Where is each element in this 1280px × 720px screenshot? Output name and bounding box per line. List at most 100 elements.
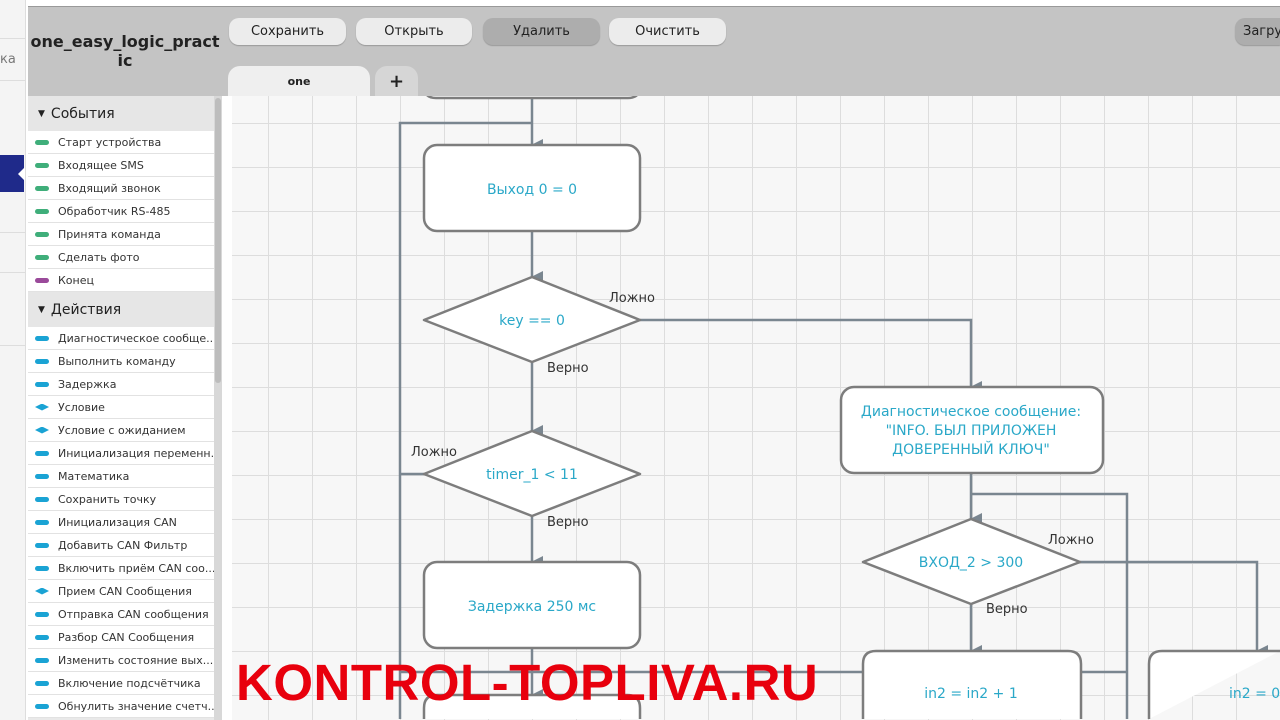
actions-title: Действия: [50, 301, 122, 318]
palette-item[interactable]: Математика: [28, 465, 214, 488]
palette-item-label: Инициализация переменн...: [58, 446, 214, 460]
condition-block-icon: [35, 426, 49, 434]
palette-item[interactable]: Прием CAN Сообщения: [28, 580, 214, 603]
clear-button[interactable]: Очистить: [609, 18, 726, 45]
node-label: "INFO. БЫЛ ПРИЛОЖЕН: [886, 423, 1057, 439]
palette-item[interactable]: Изменить состояние вых...: [28, 649, 214, 672]
palette-item[interactable]: Входящий звонок: [28, 177, 214, 200]
selection-notch-icon: [18, 167, 25, 181]
events-title: События: [50, 105, 115, 122]
palette-item[interactable]: Задержка: [28, 373, 214, 396]
palette-item-label: Сделать фото: [58, 250, 140, 264]
block-icon: [35, 565, 49, 571]
palette-scrollbar[interactable]: [214, 96, 222, 720]
save-button[interactable]: Сохранить: [229, 18, 346, 45]
events-section-header[interactable]: ▼ События: [28, 96, 222, 131]
palette-item-label: Изменить состояние вых...: [58, 653, 214, 667]
palette-item-label: Включить приём CAN соо...: [58, 561, 214, 575]
node-increment[interactable]: [861, 649, 1083, 719]
palette-item[interactable]: Разбор CAN Сообщения: [28, 626, 214, 649]
palette-item[interactable]: Добавить CAN Фильтр: [28, 534, 214, 557]
palette-item[interactable]: Принята команда: [28, 223, 214, 246]
node-label: in2 = 0: [1229, 686, 1280, 702]
false-label: Ложно: [1048, 533, 1094, 548]
block-icon: [35, 185, 49, 191]
palette-item-label: Инициализация CAN: [58, 515, 177, 529]
palette-item-label: Добавить CAN Фильтр: [58, 538, 188, 552]
true-label: Верно: [547, 515, 589, 530]
actions-section-header[interactable]: ▼Действия: [28, 292, 222, 327]
palette-item-label: Прием CAN Сообщения: [58, 584, 192, 598]
block-icon: [35, 277, 49, 283]
node-bottom[interactable]: [422, 693, 642, 719]
palette-item[interactable]: Выполнить команду: [28, 350, 214, 373]
block-icon: [35, 542, 49, 548]
node-label: key == 0: [499, 313, 565, 329]
node-condition-timer[interactable]: [422, 429, 642, 518]
palette-item[interactable]: Сохранить точку: [28, 488, 214, 511]
palette-item[interactable]: Конец: [28, 269, 214, 292]
connector-false: [640, 318, 982, 393]
palette-item-label: Сохранить точку: [58, 492, 157, 506]
block-icon: [35, 231, 49, 237]
node-top[interactable]: [422, 96, 642, 100]
palette-item[interactable]: Старт устройства: [28, 131, 214, 154]
add-tab-button[interactable]: +: [375, 66, 418, 96]
block-icon: [35, 703, 49, 709]
node-label: Задержка 250 мс: [468, 599, 596, 615]
palette-item-label: Задержка: [58, 377, 117, 391]
palette-scrollbar-thumb[interactable]: [215, 98, 221, 383]
palette-item[interactable]: Инициализация переменн...: [28, 442, 214, 465]
palette-item[interactable]: Сделать фото: [28, 246, 214, 269]
flow-canvas[interactable]: Выход 0 = 0 key == 0 timer_1 < 11 Задерж…: [232, 96, 1280, 720]
watermark: KONTROL-TOPLIVA.RU: [236, 654, 819, 711]
palette-item[interactable]: Условие: [28, 396, 214, 419]
load-button[interactable]: Загру: [1235, 18, 1280, 45]
palette-item-label: Входящий звонок: [58, 181, 161, 195]
block-icon: [35, 208, 49, 214]
block-icon: [35, 335, 49, 341]
palette-item[interactable]: Входящее SMS: [28, 154, 214, 177]
left-strip: ка: [0, 0, 26, 720]
palette-item[interactable]: Отправка CAN сообщения: [28, 603, 214, 626]
palette-item[interactable]: Включение подсчётчика: [28, 672, 214, 695]
block-icon: [35, 473, 49, 479]
node-condition-vhod[interactable]: [861, 517, 1082, 606]
palette-item[interactable]: Инициализация CAN: [28, 511, 214, 534]
palette-item[interactable]: Диагностическое сообще...: [28, 327, 214, 350]
palette-item-label: Условие: [58, 400, 105, 414]
node-delay[interactable]: [422, 560, 642, 650]
block-icon: [35, 680, 49, 686]
palette-item[interactable]: Включить приём CAN соо...: [28, 557, 214, 580]
condition-block-icon: [35, 403, 49, 411]
connector: [971, 492, 1129, 719]
palette-item[interactable]: Обнулить значение счетч...: [28, 695, 214, 718]
block-icon: [35, 657, 49, 663]
palette-item-label: Диагностическое сообще...: [58, 331, 214, 345]
palette-item-label: Отправка CAN сообщения: [58, 607, 209, 621]
palette-item-label: Старт устройства: [58, 135, 162, 149]
palette-item[interactable]: Условие с ожиданием: [28, 419, 214, 442]
false-label: Ложно: [411, 445, 457, 460]
project-title: one_easy_logic_practic: [30, 32, 220, 70]
loop-connector: [398, 121, 532, 719]
collapse-triangle-icon: ▼: [38, 108, 45, 119]
node-condition-key[interactable]: [422, 275, 642, 364]
node-output[interactable]: [422, 143, 642, 233]
node-label: timer_1 < 11: [486, 467, 578, 483]
true-label: Верно: [547, 361, 589, 376]
palette-item-label: Обработчик RS-485: [58, 204, 171, 218]
palette-item-label: Математика: [58, 469, 130, 483]
tab-one[interactable]: one: [228, 66, 370, 96]
block-icon: [35, 611, 49, 617]
node-reset[interactable]: [1147, 649, 1280, 719]
palette-item-label: Условие с ожиданием: [58, 423, 186, 437]
open-button[interactable]: Открыть: [356, 18, 472, 45]
node-label: Диагностическое сообщение:: [861, 404, 1081, 420]
block-icon: [35, 634, 49, 640]
delete-button[interactable]: Удалить: [483, 18, 600, 45]
palette-item[interactable]: Обработчик RS-485: [28, 200, 214, 223]
node-diagnostic[interactable]: [839, 385, 1105, 475]
palette-item-label: Разбор CAN Сообщения: [58, 630, 195, 644]
